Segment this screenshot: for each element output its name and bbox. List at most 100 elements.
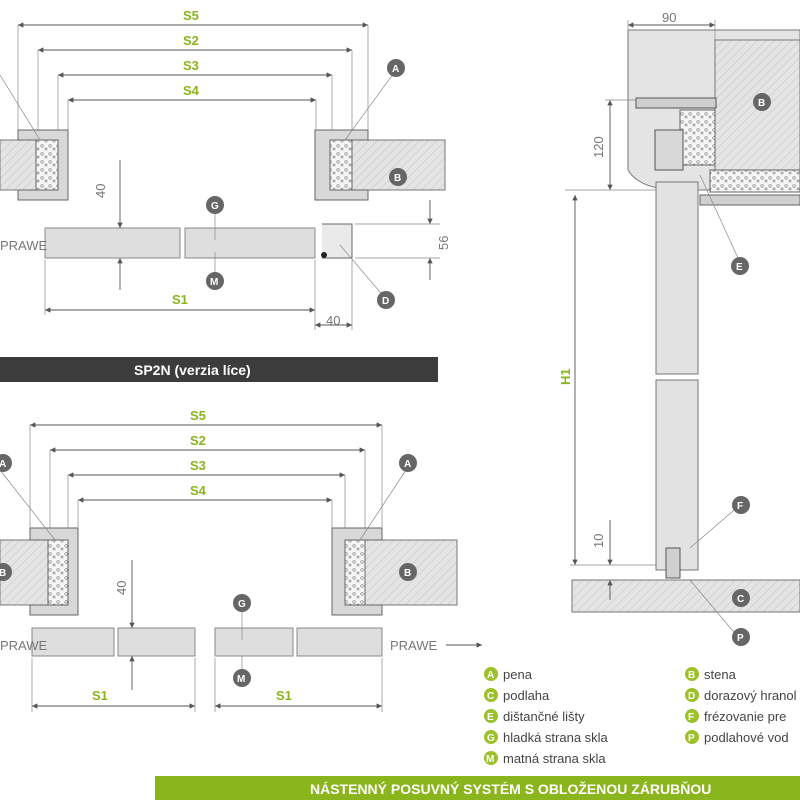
legend-item-d: D dorazový hranol — [685, 688, 797, 703]
svg-text:D: D — [382, 296, 389, 307]
legend-item-b: B stena — [685, 667, 737, 682]
dim-s5-top: S5 — [183, 8, 199, 23]
svg-text:G: G — [238, 599, 246, 610]
dim-s3-bottom: S3 — [190, 458, 206, 473]
svg-text:F: F — [688, 712, 694, 723]
dim-s2-top: S2 — [183, 33, 199, 48]
marker-c-side: C — [732, 589, 750, 607]
svg-text:B: B — [404, 568, 411, 579]
svg-text:P: P — [737, 633, 744, 644]
dim-h1: H1 — [558, 368, 573, 385]
svg-text:podlaha: podlaha — [503, 688, 550, 703]
marker-m-top: M — [206, 272, 224, 290]
bottom-plan: S5 S2 S3 S4 S1 S1 40 PRAWE PRAWE — [0, 408, 482, 712]
legend-item-e: E dištančné lišty — [484, 709, 585, 724]
svg-text:B: B — [688, 670, 695, 681]
svg-text:M: M — [486, 754, 494, 765]
legend-item-m: M matná strana skla — [484, 751, 606, 766]
top-plan: S5 S2 S3 S4 S1 40 56 40 PRAWE — [0, 8, 451, 330]
svg-text:A: A — [487, 670, 494, 681]
spacer-strip — [699, 194, 800, 206]
dim-40-top: 40 — [93, 184, 108, 198]
svg-text:G: G — [487, 733, 495, 744]
prawe-top: PRAWE — [0, 238, 48, 253]
dim-s1-bottom-left: S1 — [92, 688, 108, 703]
door-leaf-lower — [655, 379, 699, 571]
glass-panel-top-2 — [184, 227, 316, 259]
svg-text:G: G — [211, 201, 219, 212]
marker-f-side: F — [732, 496, 750, 514]
foam-left-bottom — [47, 539, 69, 606]
svg-text:E: E — [736, 262, 743, 273]
svg-text:B: B — [0, 568, 6, 579]
marker-b-side: B — [753, 93, 771, 111]
section-bar-label: SP2N (verzia líce) — [134, 362, 251, 378]
svg-text:P: P — [688, 733, 695, 744]
rail-profile — [635, 97, 717, 109]
marker-b-bottom-right: B — [399, 563, 417, 581]
marker-g-top: G — [206, 196, 224, 214]
foam-left-top — [35, 139, 59, 191]
section-bar — [0, 357, 438, 382]
dim-40b-top: 40 — [326, 313, 340, 328]
dim-s4-top: S4 — [183, 83, 200, 98]
foam-right-bottom — [344, 539, 366, 606]
marker-p-side: P — [732, 628, 750, 646]
legend-item-c: C podlaha — [484, 688, 550, 703]
dim-10: 10 — [591, 534, 606, 548]
foam-side-top — [679, 109, 716, 166]
stop-dot — [321, 252, 327, 258]
marker-g-bottom: G — [233, 594, 251, 612]
marker-a-bottom-right: A — [399, 454, 417, 472]
foam-side-bottom — [709, 169, 800, 193]
svg-text:E: E — [487, 712, 494, 723]
bottom-title-bar — [155, 776, 800, 800]
dim-56: 56 — [436, 236, 451, 250]
svg-text:matná strana skla: matná strana skla — [503, 751, 606, 766]
marker-e-side: E — [731, 257, 749, 275]
svg-text:B: B — [758, 98, 765, 109]
svg-text:A: A — [0, 459, 6, 470]
svg-text:A: A — [404, 459, 411, 470]
legend: A pena B stena C podlaha D dorazový hran… — [484, 667, 797, 766]
dim-40-bottom: 40 — [114, 581, 129, 595]
dim-s3-top: S3 — [183, 58, 199, 73]
prawe-bottom-left: PRAWE — [0, 638, 48, 653]
svg-text:B: B — [394, 173, 401, 184]
glass-bottom-1 — [31, 627, 115, 657]
svg-text:D: D — [688, 691, 695, 702]
svg-text:hladká strana skla: hladká strana skla — [503, 730, 609, 745]
dim-s2-bottom: S2 — [190, 433, 206, 448]
marker-b-top: B — [389, 168, 407, 186]
door-leaf-upper — [655, 181, 699, 375]
svg-text:C: C — [487, 691, 494, 702]
glass-bottom-2 — [117, 627, 196, 657]
stop-profile-d — [322, 223, 353, 259]
foam-right-top — [329, 139, 353, 191]
glass-bottom-4 — [296, 627, 383, 657]
dim-90: 90 — [662, 10, 676, 25]
floor-guide — [665, 547, 681, 579]
marker-a-top: A — [387, 59, 405, 77]
svg-text:pena: pena — [503, 667, 533, 682]
svg-text:A: A — [392, 64, 399, 75]
svg-text:M: M — [210, 277, 218, 288]
marker-a-bottom-left: A — [0, 454, 12, 472]
dim-s1-bottom-right: S1 — [276, 688, 292, 703]
svg-text:M: M — [237, 674, 245, 685]
legend-item-p: P podlahové vod — [685, 730, 789, 745]
svg-text:F: F — [737, 501, 743, 512]
dim-s1-top: S1 — [172, 292, 188, 307]
svg-text:dorazový hranol: dorazový hranol — [704, 688, 797, 703]
legend-item-a: A pena — [484, 667, 533, 682]
prawe-bottom-right: PRAWE — [390, 638, 438, 653]
svg-text:podlahové vod: podlahové vod — [704, 730, 789, 745]
dim-s5-bottom: S5 — [190, 408, 206, 423]
svg-text:stena: stena — [704, 667, 737, 682]
marker-d-top: D — [377, 291, 395, 309]
marker-b-bottom-left: B — [0, 563, 12, 581]
trolley — [654, 129, 684, 171]
floor-c — [571, 579, 800, 613]
svg-text:C: C — [737, 594, 744, 605]
